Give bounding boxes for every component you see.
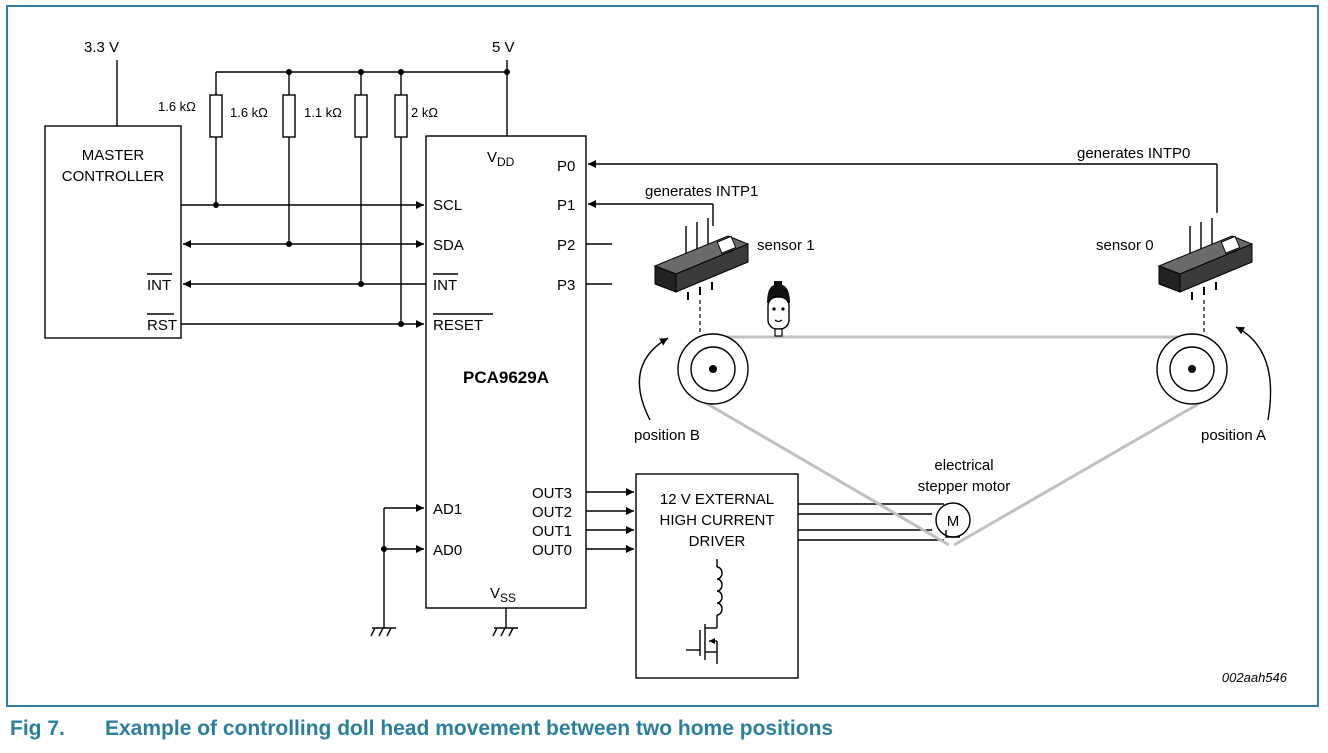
driver-label-line2: HIGH CURRENT — [660, 512, 775, 529]
resistor-r3-label: 1.1 kΩ — [304, 105, 342, 120]
driver-label-line3: DRIVER — [689, 533, 746, 550]
label-3v3: 3.3 V — [84, 39, 119, 56]
pin-p0-label: P0 — [557, 158, 575, 175]
position-b-label: position B — [634, 427, 700, 444]
pin-p2-label: P2 — [557, 237, 575, 254]
doll-head-icon — [767, 281, 790, 337]
stepper-motor-icon: M — [935, 502, 971, 538]
pin-out0-label: OUT0 — [532, 542, 572, 559]
pin-int-label: INT — [433, 277, 457, 294]
junction-dot — [213, 202, 219, 208]
figure-code: 002aah546 — [1222, 670, 1288, 685]
sensor-0-label: sensor 0 — [1096, 237, 1154, 254]
pin-reset-label: RESET — [433, 317, 483, 334]
ground-icon — [370, 627, 396, 637]
motor-label-line2: stepper motor — [918, 478, 1011, 495]
motor-symbol: M — [947, 513, 960, 530]
sensor-0-icon — [1157, 218, 1254, 300]
chip-name: PCA9629A — [463, 368, 549, 387]
master-int-label: INT — [147, 277, 171, 294]
pin-sda-label: SDA — [433, 237, 464, 254]
belt-right — [953, 397, 1208, 547]
resistor-r1-label: 1.6 kΩ — [158, 99, 196, 114]
resistor-r4 — [394, 94, 408, 138]
position-b-arrow — [638, 337, 669, 421]
master-label-line2: CONTROLLER — [62, 168, 165, 185]
intp1-label: generates INTP1 — [645, 183, 758, 200]
caption-title: Example of controlling doll head movemen… — [105, 717, 834, 740]
vdd-label: VDD — [487, 149, 515, 169]
junction-dot — [286, 241, 292, 247]
ground-icon — [492, 627, 518, 637]
belt-left — [698, 397, 950, 547]
label-5v: 5 V — [492, 39, 515, 56]
resistor-r2 — [282, 94, 296, 138]
figure-caption: Fig 7. Example of controlling doll head m… — [10, 717, 833, 741]
sensor-1-icon — [653, 218, 750, 300]
driver-label-line1: 12 V EXTERNAL — [660, 491, 774, 508]
position-a-arrow — [1235, 326, 1272, 421]
pulley-left — [677, 333, 749, 405]
caption-number: Fig 7. — [10, 717, 65, 740]
junction-dot — [504, 69, 510, 75]
resistor-r4-label: 2 kΩ — [411, 105, 438, 120]
pin-out3-label: OUT3 — [532, 485, 572, 502]
junction-dot — [381, 546, 387, 552]
position-a-label: position A — [1201, 427, 1266, 444]
pulley-right — [1156, 333, 1228, 405]
pin-ad1-label: AD1 — [433, 501, 462, 518]
inductor-icon — [716, 559, 723, 622]
resistor-r1 — [209, 94, 223, 138]
figure-frame — [6, 5, 1319, 707]
vss-label: VSS — [490, 585, 516, 605]
junction-dot — [358, 281, 364, 287]
master-controller-box — [44, 125, 182, 339]
pin-out2-label: OUT2 — [532, 504, 572, 521]
pin-p3-label: P3 — [557, 277, 575, 294]
mosfet-icon — [686, 622, 718, 664]
pin-p1-label: P1 — [557, 197, 575, 214]
driver-box — [635, 473, 799, 679]
master-rst-label: RST — [147, 317, 177, 334]
pin-out1-label: OUT1 — [532, 523, 572, 540]
motor-label-line1: electrical — [934, 457, 993, 474]
sensor-1-label: sensor 1 — [757, 237, 815, 254]
pin-scl-label: SCL — [433, 197, 462, 214]
resistor-r3 — [354, 94, 368, 138]
resistor-r2-label: 1.6 kΩ — [230, 105, 268, 120]
junction-dot — [398, 321, 404, 327]
master-label-line1: MASTER — [82, 147, 145, 164]
pin-ad0-label: AD0 — [433, 542, 462, 559]
intp0-label: generates INTP0 — [1077, 145, 1190, 162]
